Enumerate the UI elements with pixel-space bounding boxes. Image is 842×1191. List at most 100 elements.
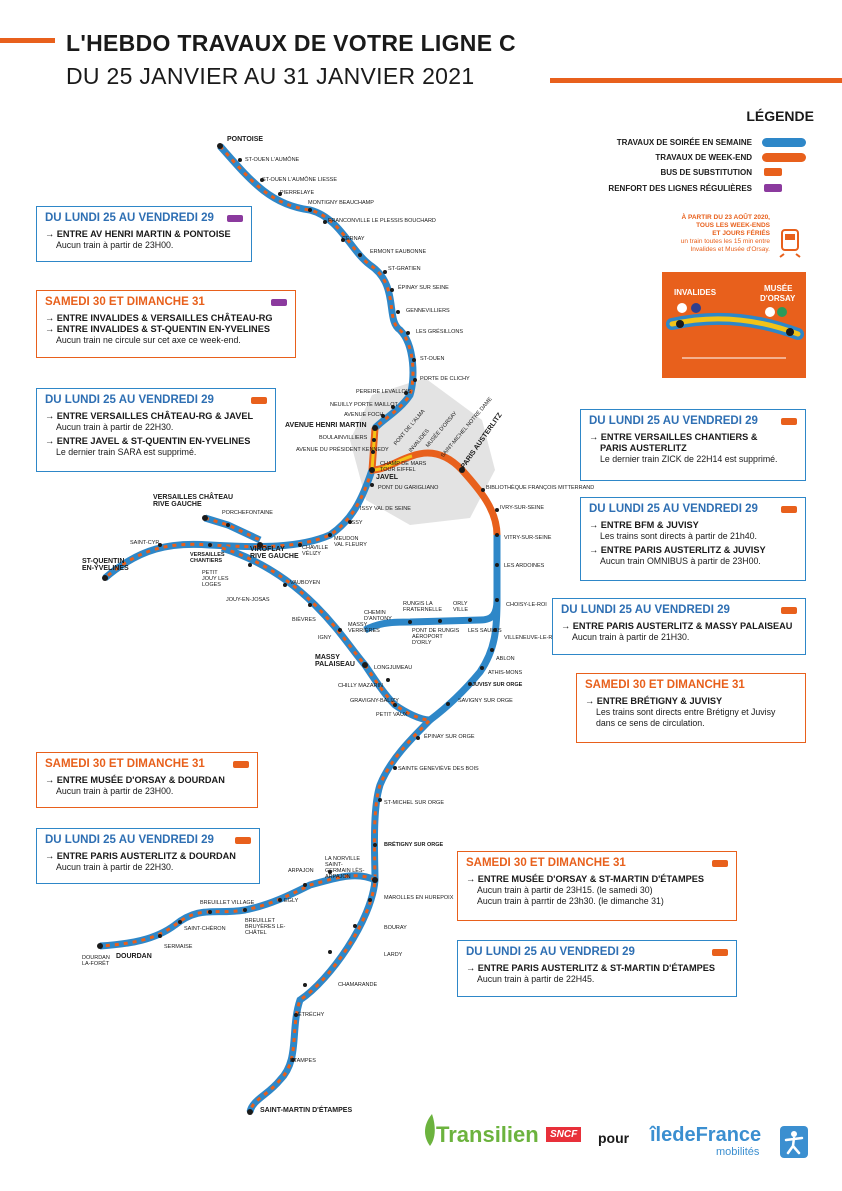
- station-label: LES GRÉSILLONS: [416, 329, 464, 335]
- notice-line: À PARTIR DU 23 AOÛT 2020,: [681, 214, 771, 221]
- station-label: CERNAY: [342, 236, 365, 242]
- station-label: JAVEL: [376, 474, 399, 481]
- page-subtitle: DU 25 JANVIER AU 31 JANVIER 2021: [66, 63, 475, 89]
- station-label: ST-OUEN L'AUMÔNE LIESSE: [262, 177, 338, 183]
- info-box-text: Aucun train à partir de 23H00.: [56, 786, 174, 796]
- info-box-header: SAMEDI 30 ET DIMANCHE 31: [466, 857, 626, 869]
- station-label: ÉTAMPES: [290, 1058, 316, 1064]
- info-box-item: → ENTRE MUSÉE D'ORSAY & DOURDAN: [45, 775, 225, 785]
- info-box-text: Aucun train OMNIBUS à partir de 23H00.: [600, 556, 761, 566]
- info-box-header: DU LUNDI 25 AU VENDREDI 29: [45, 212, 214, 224]
- idf-logo: îledeFrance: [650, 1124, 762, 1146]
- station-label: JOUY-EN-JOSAS: [226, 597, 270, 603]
- station-label: VERSAILLES CHÂTEAU RIVE GAUCHE: [153, 494, 234, 508]
- orange-bus-icon: [712, 860, 728, 867]
- station-label: PORTE DE CLICHY: [420, 376, 470, 382]
- info-box-text: Aucun train à partir de 21H30.: [572, 632, 690, 642]
- info-box-item: → ENTRE PARIS AUSTERLITZ & MASSY PALAISE…: [561, 621, 793, 631]
- station-label: LA NORVILLE SAINT-GERMAIN LÈS-ARPAJON: [325, 856, 365, 880]
- idf-logo-sub: mobilités: [716, 1146, 760, 1158]
- station-label: GENNEVILLIERS: [406, 308, 450, 314]
- info-box-orsay-dourdan: SAMEDI 30 ET DIMANCHE 31 → ENTRE MUSÉE D…: [36, 752, 258, 808]
- station-label: SERMAISE: [164, 944, 193, 950]
- station-label: VERSAILLES CHANTIERS: [190, 552, 225, 564]
- station-label: DOURDAN: [116, 953, 152, 960]
- station-label: ST-OUEN L'AUMÔNE: [245, 157, 300, 163]
- station-label: SAINT-CYR: [130, 540, 160, 546]
- station-label: PIERRELAYE: [280, 190, 315, 196]
- station-label: BREUILLET VILLAGE: [200, 900, 255, 906]
- station-label: ARPAJON: [288, 868, 314, 874]
- info-box-header: DU LUNDI 25 AU VENDREDI 29: [466, 946, 635, 958]
- sncf-logo: SNCF: [546, 1127, 582, 1142]
- info-box-orsay-st-martin: SAMEDI 30 ET DIMANCHE 31 → ENTRE MUSÉE D…: [457, 851, 737, 921]
- station-label: AVENUE FOCH: [344, 412, 384, 418]
- info-box-item: → ENTRE INVALIDES & ST-QUENTIN EN-YVELIN…: [45, 324, 270, 334]
- station-label: CHOISY-LE-ROI: [506, 602, 547, 608]
- info-box-item: → ENTRE PARIS AUSTERLITZ & DOURDAN: [45, 851, 236, 861]
- station-label: MEUDON VAL FLEURY: [334, 536, 367, 548]
- station-label: ST-OUEN: [420, 356, 445, 362]
- station-label: VILLENEUVE-LE-ROI: [504, 635, 559, 641]
- info-box-text: Aucun train à partir de 23H15. (le samed…: [477, 885, 653, 895]
- promo-label-invalides: INVALIDES: [674, 288, 717, 297]
- info-box-bfm-juvisy: DU LUNDI 25 AU VENDREDI 29 → ENTRE BFM &…: [580, 497, 806, 581]
- info-box-item: → ENTRE MUSÉE D'ORSAY & ST-MARTIN D'ÉTAM…: [466, 874, 704, 884]
- purple-bus-icon: [271, 299, 287, 306]
- notice-line: TOUS LES WEEK-ENDS: [696, 222, 770, 229]
- info-box-text: Aucun train à parrtir de 23h30. (le dima…: [477, 896, 664, 906]
- station-label: FRANCONVILLE LE PLESSIS BOUCHARD: [328, 218, 436, 224]
- info-box-bretigny-juvisy: SAMEDI 30 ET DIMANCHE 31 → ENTRE BRÉTIGN…: [576, 673, 806, 743]
- info-box-item: → ENTRE JAVEL & ST-QUENTIN EN-YVELINES: [45, 436, 251, 446]
- info-box-austerlitz-massy: DU LUNDI 25 AU VENDREDI 29 → ENTRE PARIS…: [552, 598, 806, 655]
- info-box-versailles-javel: DU LUNDI 25 AU VENDREDI 29 → ENTRE VERSA…: [36, 388, 276, 472]
- station-label: LARDY: [384, 952, 403, 958]
- transilien-logo: Transilien: [436, 1122, 539, 1147]
- info-box-item: → ENTRE PARIS AUSTERLITZ & ST-MARTIN D'É…: [466, 963, 716, 973]
- purple-bus-icon: [764, 184, 782, 192]
- orange-bus-icon: [781, 418, 797, 425]
- station-label: ABLON: [496, 656, 515, 662]
- station-label: PONT DU GARIGLIANO: [378, 485, 439, 491]
- station-label: GRAVIGNY-BALIZY: [350, 698, 399, 704]
- info-box-austerlitz-dourdan: DU LUNDI 25 AU VENDREDI 29 → ENTRE PARIS…: [36, 828, 260, 884]
- notice-line: Invalides et Musée d'Orsay.: [690, 246, 770, 253]
- info-box-text: Aucun train à partir de 22H30.: [56, 862, 174, 872]
- orange-bus-icon: [712, 949, 728, 956]
- station-label: IGNY: [318, 635, 332, 641]
- info-box-invalides-weekend: SAMEDI 30 ET DIMANCHE 31 → ENTRE INVALID…: [36, 290, 296, 358]
- station-label: MAROLLES EN HUREPOIX: [384, 895, 454, 901]
- station-label: ORLY VILLE: [453, 601, 468, 613]
- page-title: L'HEBDO TRAVAUX DE VOTRE LIGNE C: [66, 30, 516, 56]
- station-label: MASSY PALAISEAU: [315, 654, 355, 668]
- header-bar-right: [550, 78, 842, 83]
- station-label: ISSY VAL DE SEINE: [360, 506, 411, 512]
- promo-track-illustration: [666, 303, 804, 359]
- station-label: ST-GRATIEN: [388, 266, 421, 272]
- transilien-leaf-icon: [425, 1114, 435, 1146]
- station-label: BIÈVRES: [292, 617, 316, 623]
- station-label: RUNGIS LA FRATERNELLE: [403, 601, 443, 613]
- info-box-text: dans ce sens de circulation.: [596, 718, 705, 728]
- info-box-item: → ENTRE VERSAILLES CHÂTEAU-RG & JAVEL: [45, 411, 254, 421]
- info-box-header: DU LUNDI 25 AU VENDREDI 29: [589, 415, 758, 427]
- station-label: MONTIGNY BEAUCHAMP: [308, 200, 374, 206]
- info-box-header: DU LUNDI 25 AU VENDREDI 29: [45, 394, 214, 406]
- notice-line: un train toutes les 15 min entre: [680, 238, 770, 245]
- legend-label-weekend: TRAVAUX DE WEEK-END: [655, 153, 752, 162]
- station-label: VITRY-SUR-SEINE: [504, 535, 552, 541]
- info-box-text: Le dernier train ZICK de 22H14 est suppr…: [600, 454, 778, 464]
- station-label: NEUILLY PORTE MAILLOT: [330, 402, 398, 408]
- info-box-header: DU LUNDI 25 AU VENDREDI 29: [561, 604, 730, 616]
- station-label: LONGJUMEAU: [374, 665, 413, 671]
- station-label: BRÉTIGNY SUR ORGE: [384, 842, 444, 848]
- station-label: LES ARDOINES: [504, 563, 545, 569]
- info-box-versailles-chantiers-austerlitz: DU LUNDI 25 AU VENDREDI 29 → ENTRE VERSA…: [580, 409, 806, 481]
- promo-label-orsay-1: MUSÉE: [764, 284, 793, 293]
- weekend-notice: À PARTIR DU 23 AOÛT 2020, TOUS LES WEEK-…: [662, 214, 770, 254]
- station-label: IVRY-SUR-SEINE: [500, 505, 545, 511]
- station-label: PONT DE RUNGIS AÉROPORT D'ORLY: [412, 628, 460, 646]
- orange-bus-icon: [251, 397, 267, 404]
- idf-person-glyph: [784, 1131, 804, 1155]
- station-label: DOURDAN LA-FORÊT: [82, 955, 110, 967]
